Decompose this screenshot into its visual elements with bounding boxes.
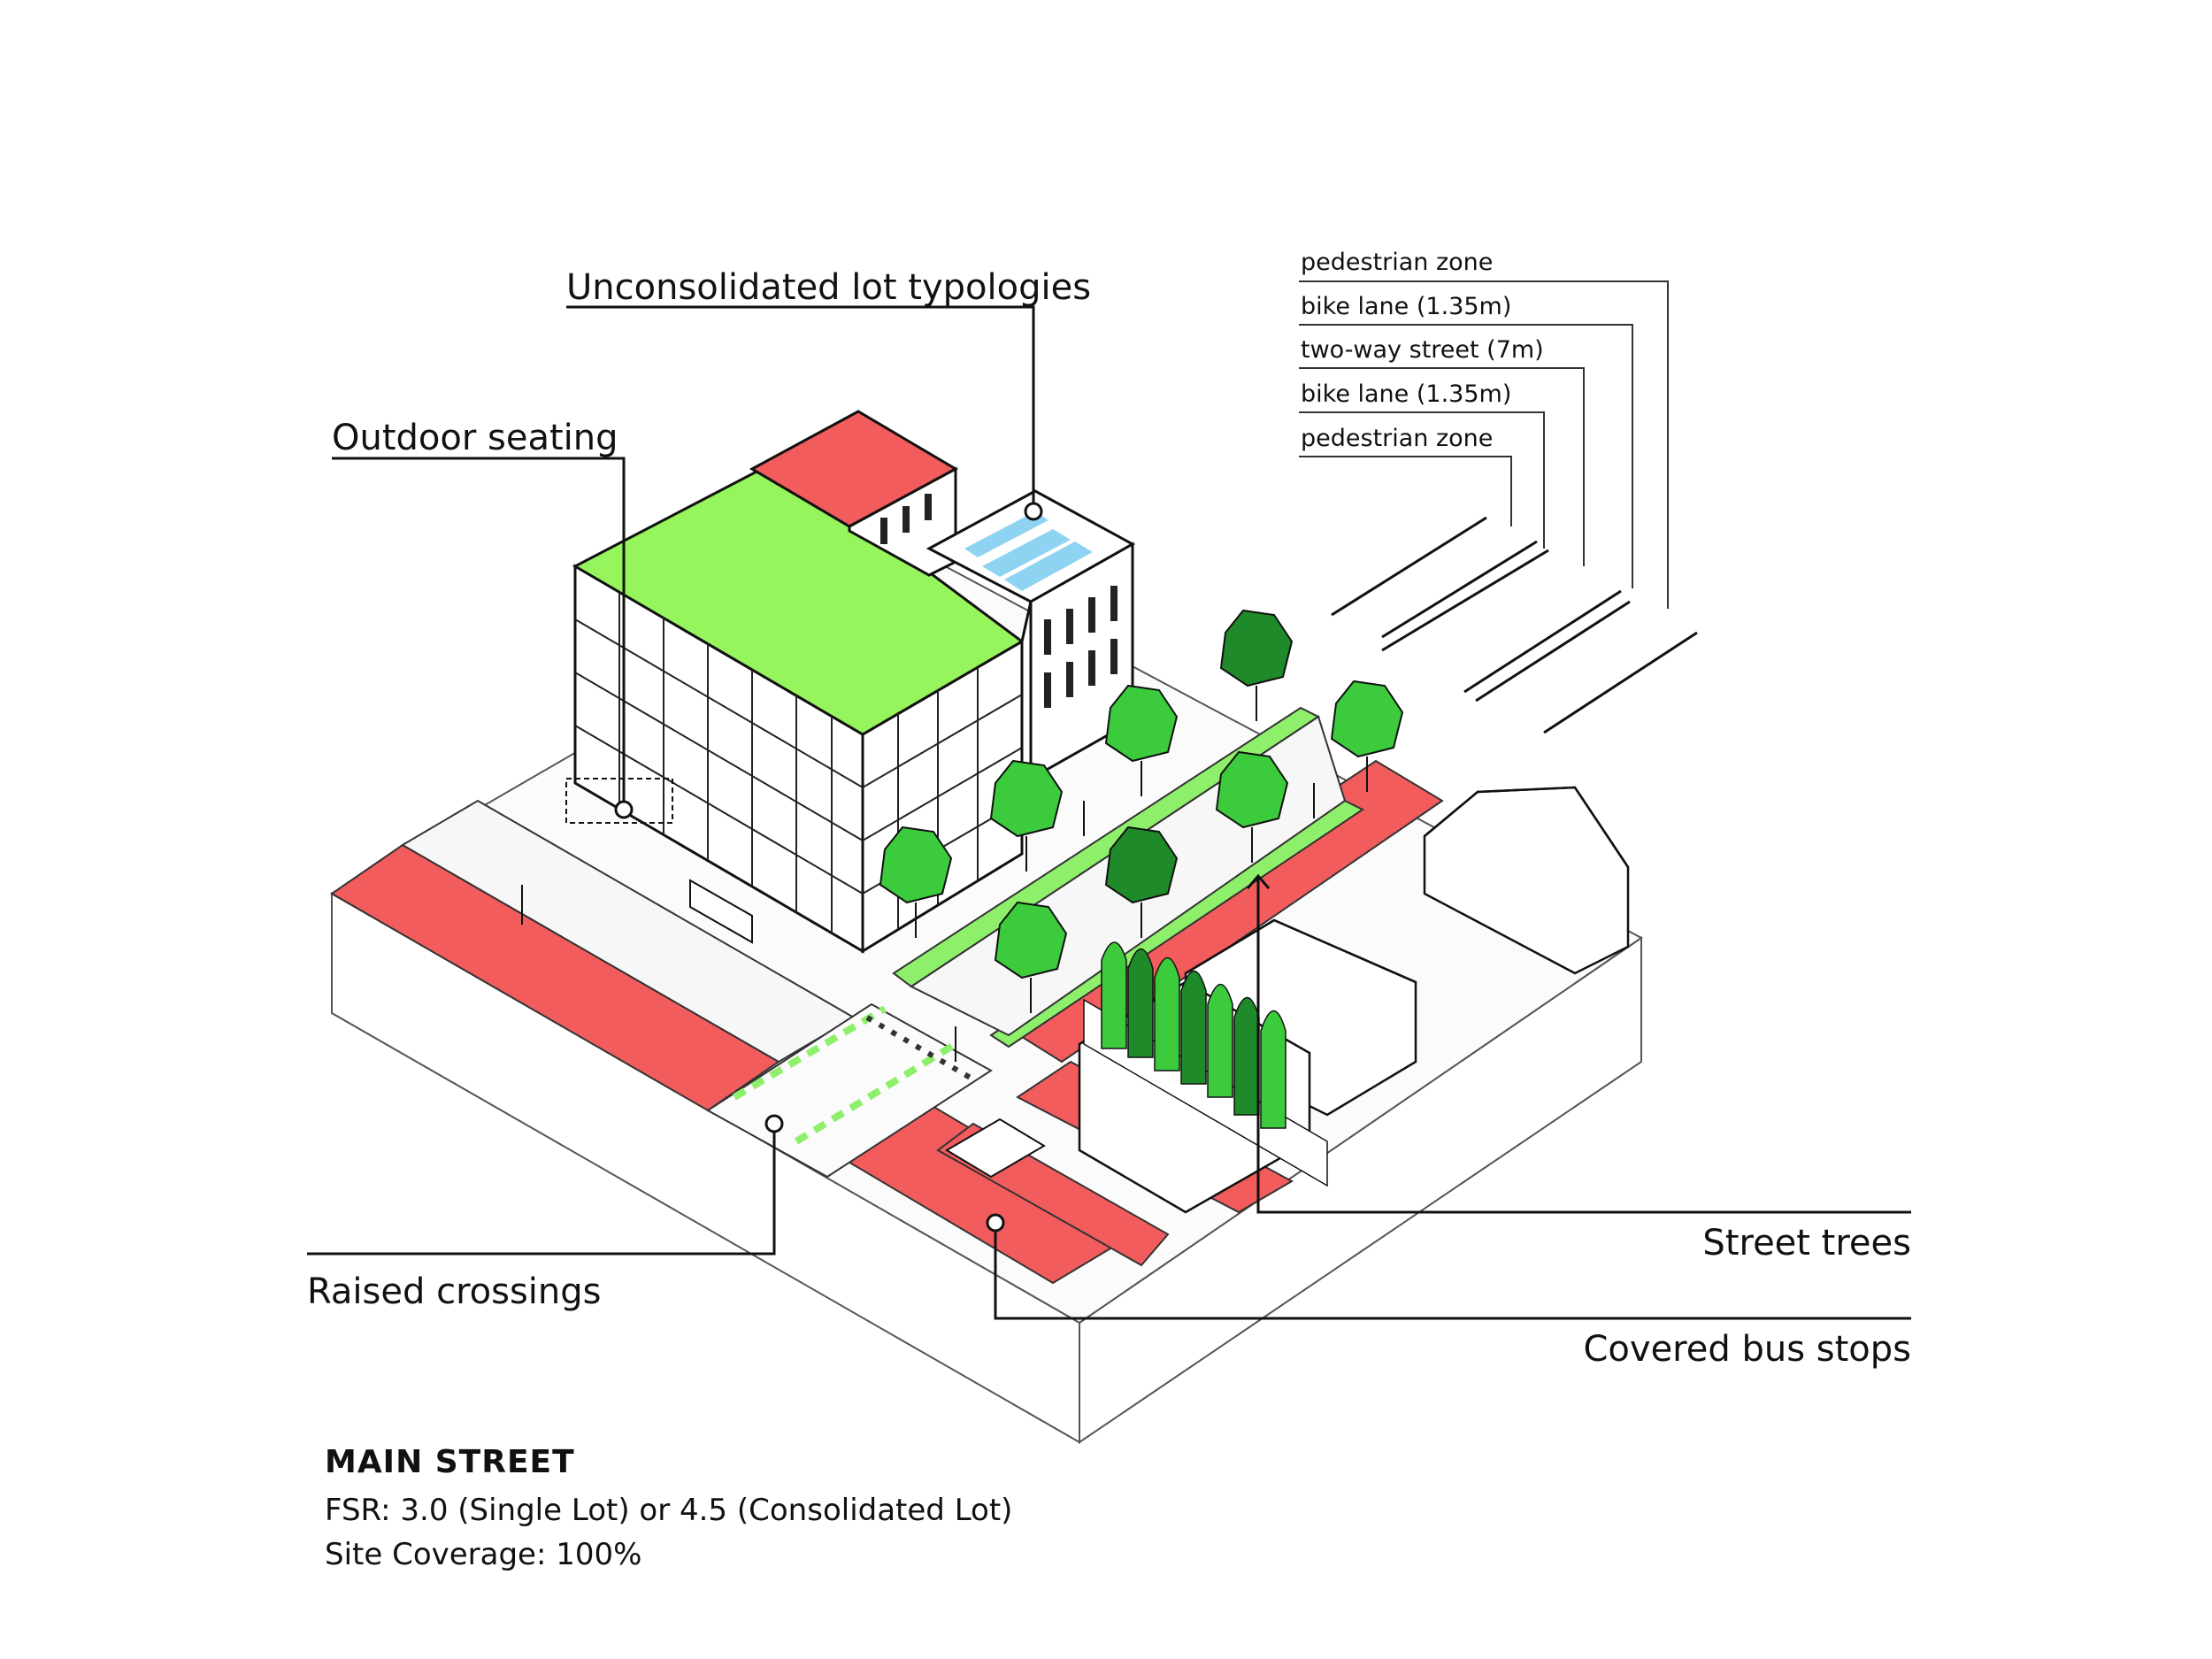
section-label-pedestrian-zone-1: pedestrian zone: [1301, 249, 1494, 276]
tree: [1104, 684, 1179, 796]
callout-outdoor-seating: Outdoor seating: [332, 418, 618, 458]
tree: [994, 901, 1068, 1013]
info-title: MAIN STREET: [325, 1444, 575, 1480]
section-label-bike-lane-1: bike lane (1.35m): [1301, 293, 1512, 320]
street-trees: [879, 609, 1404, 1013]
street-section-lane-lines: [1331, 516, 1698, 734]
tree: [1104, 826, 1179, 938]
info-site-coverage: Site Coverage: 100%: [325, 1537, 642, 1572]
street-furniture: [521, 778, 1315, 1179]
tree: [1215, 750, 1289, 863]
callout-covered-bus-stops: Covered bus stops: [1583, 1329, 1912, 1370]
section-label-bike-lane-2: bike lane (1.35m): [1301, 380, 1512, 408]
tree: [989, 759, 1064, 872]
arrow-up-icon: [1246, 873, 1271, 889]
callout-dot-icon: [614, 502, 1043, 1233]
cypress-hedge: [1083, 941, 1328, 1187]
tree: [879, 826, 953, 938]
callout-street-trees: Street trees: [1702, 1223, 1911, 1263]
callout-unconsolidated-lot-typologies: Unconsolidated lot typologies: [566, 267, 1092, 308]
section-label-pedestrian-zone-2: pedestrian zone: [1301, 425, 1494, 452]
solar-tower: [926, 489, 1136, 781]
tree: [1330, 680, 1404, 792]
street-section-leaders: [1299, 280, 1669, 609]
info-fsr: FSR: 3.0 (Single Lot) or 4.5 (Consolidat…: [325, 1493, 1013, 1528]
raised-crossings: [706, 1002, 993, 1179]
callout-raised-crossings: Raised crossings: [307, 1271, 602, 1312]
callout-leaders: [307, 305, 1911, 1320]
section-label-two-way-street: two-way street (7m): [1301, 336, 1544, 364]
tree: [1219, 609, 1294, 721]
